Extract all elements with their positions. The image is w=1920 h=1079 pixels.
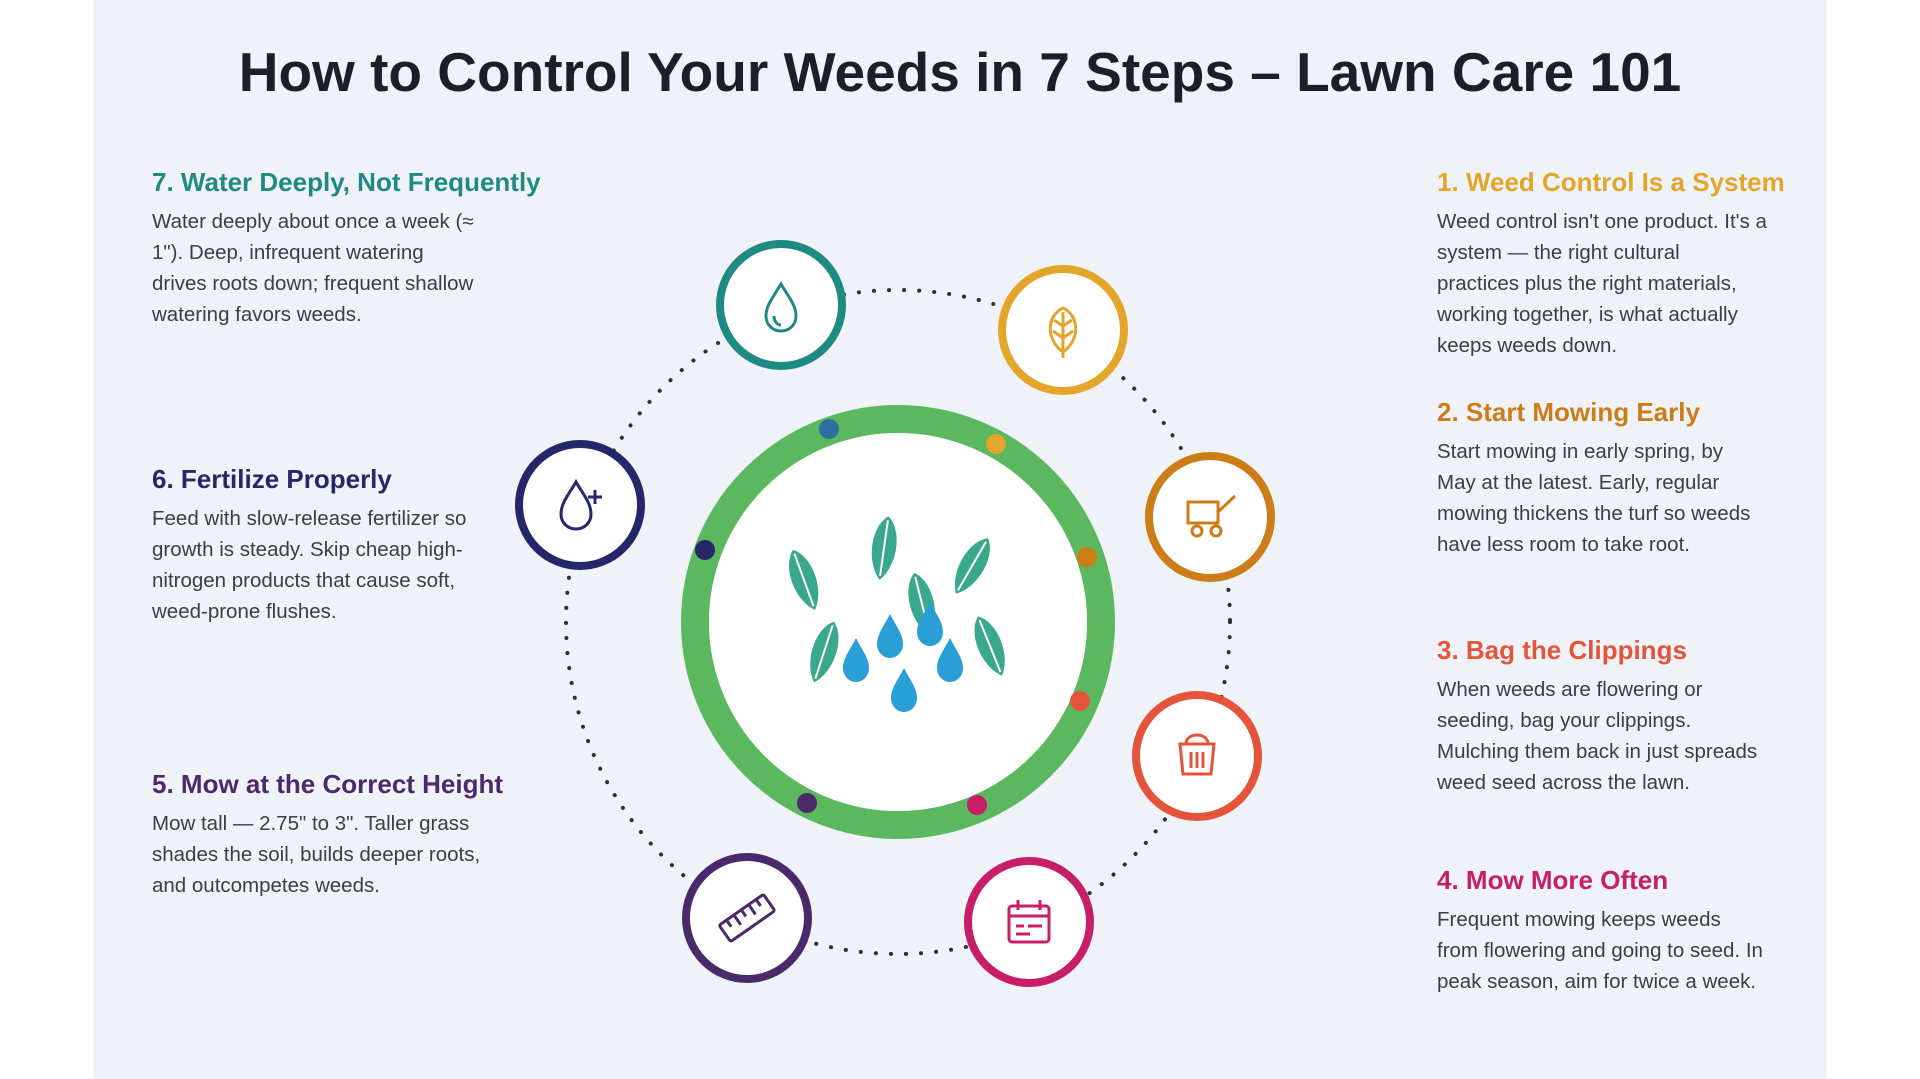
step-6-heading: 6. Fertilize Properly: [152, 464, 392, 494]
step-1-text: 1. Weed Control Is a System Weed control…: [1437, 167, 1877, 361]
lawn-mower-icon: [1186, 494, 1237, 538]
step-7-text: 7. Water Deeply, Not Frequently Water de…: [152, 167, 592, 330]
step-3-description: When weeds are flowering or seeding, bag…: [1437, 678, 1758, 794]
leaf-icon: [1048, 306, 1078, 358]
step-5-node: [682, 853, 812, 983]
step-3-text: 3. Bag the Clippings When weeds are flow…: [1437, 635, 1877, 798]
page-title: How to Control Your Weeds in 7 Steps – L…: [238, 41, 1682, 103]
step-4-node: [964, 857, 1094, 987]
center-ring: [681, 405, 1115, 839]
fertilizer-drop-icon: [559, 479, 602, 531]
step-3-heading: 3. Bag the Clippings: [1437, 635, 1687, 665]
step-6-description: Feed with slow-release fertilizer so gro…: [152, 507, 467, 623]
step-5-heading: 5. Mow at the Correct Height: [152, 769, 504, 799]
step-7-description: Water deeply about once a week (≈ 1"). D…: [152, 210, 474, 326]
step-2-description: Start mowing in early spring, by May at …: [1437, 440, 1751, 556]
step-1-node: [998, 265, 1128, 395]
step-3-node: [1132, 691, 1262, 821]
basket-icon: [1178, 733, 1216, 776]
step-6-node: [515, 440, 645, 570]
ring-dot-6: [695, 540, 715, 560]
dotted-orbit: [564, 288, 1232, 956]
step-1-description: Weed control isn't one product. It's a s…: [1437, 210, 1767, 357]
step-5-text: 5. Mow at the Correct Height Mow tall — …: [152, 769, 592, 901]
step-4-text: 4. Mow More Often Frequent mowing keeps …: [1437, 865, 1877, 997]
step-2-text: 2. Start Mowing Early Start mowing in ea…: [1437, 397, 1877, 560]
step-4-heading: 4. Mow More Often: [1437, 865, 1669, 895]
center-disc: [709, 433, 1087, 811]
step-7-heading: 7. Water Deeply, Not Frequently: [152, 167, 541, 197]
step-2-heading: 2. Start Mowing Early: [1437, 397, 1700, 427]
calendar-icon: [1007, 900, 1051, 944]
step-5-description: Mow tall — 2.75" to 3". Taller grass sha…: [152, 812, 481, 897]
step-2-node: [1145, 452, 1275, 582]
ring-dot-3: [1070, 691, 1090, 711]
ring-dot-4: [967, 795, 987, 815]
ring-dot-2: [1077, 547, 1097, 567]
step-6-text: 6. Fertilize Properly Feed with slow-rel…: [152, 464, 592, 627]
step-1-heading: 1. Weed Control Is a System: [1437, 167, 1785, 197]
ring-dot-7: [819, 419, 839, 439]
ring-dot-5: [797, 793, 817, 813]
water-drop-icon: [764, 281, 798, 333]
step-4-description: Frequent mowing keeps weeds from floweri…: [1437, 908, 1763, 993]
step-7-node: [716, 240, 846, 370]
ruler-icon: [718, 893, 776, 943]
ring-dot-1: [986, 434, 1006, 454]
